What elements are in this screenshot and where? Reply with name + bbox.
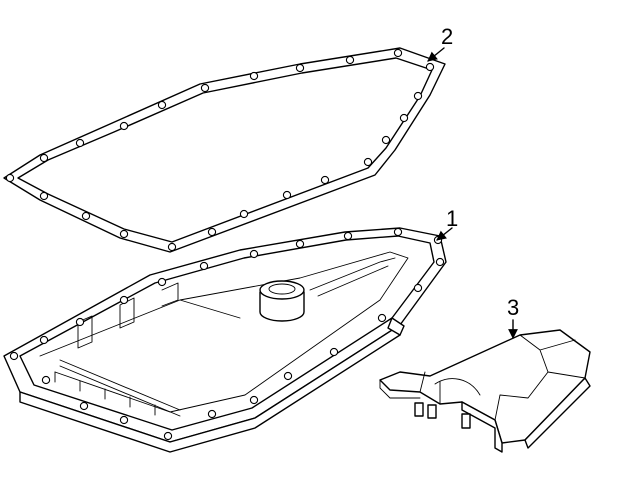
- callout-3-label: 3: [507, 295, 519, 320]
- bolt-hole: [75, 317, 85, 327]
- gasket-bolt-holes: [5, 48, 435, 252]
- bolt-hole: [163, 431, 173, 441]
- bolt-hole: [425, 62, 435, 72]
- bolt-hole: [199, 261, 209, 271]
- bolt-hole: [393, 227, 403, 237]
- filter-peg-right: [461, 413, 471, 429]
- bolt-hole: [119, 121, 129, 131]
- filter-lower-lip: [379, 379, 421, 399]
- bolt-hole: [119, 229, 129, 239]
- bolt-hole: [200, 83, 210, 93]
- bolt-hole: [41, 375, 51, 385]
- pan-drain-boss: [259, 280, 305, 322]
- gasket-outer-edge: [3, 47, 446, 253]
- bolt-hole: [249, 71, 259, 81]
- bolt-hole: [39, 153, 49, 163]
- callout-1-label: 1: [446, 206, 458, 231]
- bolt-hole: [345, 55, 355, 65]
- bolt-hole: [320, 175, 330, 185]
- bolt-hole: [295, 63, 305, 73]
- filter-peg-mid: [427, 404, 437, 419]
- callout-2-label: 2: [441, 24, 453, 49]
- pan-wall-ribs: [54, 359, 181, 417]
- filter-inlet-neck: [419, 371, 481, 405]
- bolt-hole: [435, 257, 445, 267]
- bolt-hole: [295, 239, 305, 249]
- filter-peg-left: [414, 402, 424, 417]
- bolt-hole: [249, 395, 259, 405]
- oil-pan-part: [3, 227, 447, 453]
- bolt-hole: [413, 91, 423, 101]
- bolt-hole: [79, 401, 89, 411]
- bolt-hole: [9, 351, 19, 361]
- bolt-hole: [207, 409, 217, 419]
- bolt-hole: [282, 190, 292, 200]
- callout-1-arrow: [436, 227, 453, 241]
- bolt-hole: [343, 231, 353, 241]
- bolt-hole: [393, 48, 403, 58]
- bolt-hole: [249, 249, 259, 259]
- pan-floor-edge: [39, 251, 409, 413]
- bolt-hole: [39, 191, 49, 201]
- callout-2-arrow: [427, 47, 445, 62]
- bolt-hole: [283, 371, 293, 381]
- bolt-hole: [413, 283, 423, 293]
- pan-flange-inner: [19, 235, 435, 431]
- bolt-hole: [207, 227, 217, 237]
- pan-ridge: [179, 257, 396, 319]
- filter-top-block: [494, 334, 586, 421]
- bolt-hole: [399, 113, 409, 123]
- pan-right-tab: [387, 317, 405, 336]
- bolt-hole: [363, 157, 373, 167]
- bolt-hole: [239, 209, 249, 219]
- gasket-inner-edge: [17, 57, 433, 243]
- bolt-hole: [119, 415, 129, 425]
- bolt-hole: [167, 242, 177, 252]
- callout-1: 1: [436, 206, 458, 241]
- bolt-hole: [377, 313, 387, 323]
- filter-side-face: [524, 377, 591, 449]
- bolt-hole: [381, 135, 391, 145]
- filter-bottom-face: [461, 401, 503, 453]
- callout-2: 2: [427, 24, 453, 62]
- bolt-hole: [75, 138, 85, 148]
- pan-left-pocket: [77, 282, 179, 349]
- bolt-hole: [39, 335, 49, 345]
- bolt-hole: [81, 211, 91, 221]
- gasket-part: [3, 47, 446, 253]
- bolt-hole: [157, 100, 167, 110]
- bolt-hole: [119, 295, 129, 305]
- callout-3: 3: [507, 295, 519, 339]
- pan-bolt-holes: [9, 227, 445, 441]
- filter-part: [379, 329, 591, 453]
- bolt-hole: [157, 277, 167, 287]
- bolt-hole: [329, 347, 339, 357]
- filter-top-face: [379, 329, 591, 444]
- bolt-hole: [5, 173, 15, 183]
